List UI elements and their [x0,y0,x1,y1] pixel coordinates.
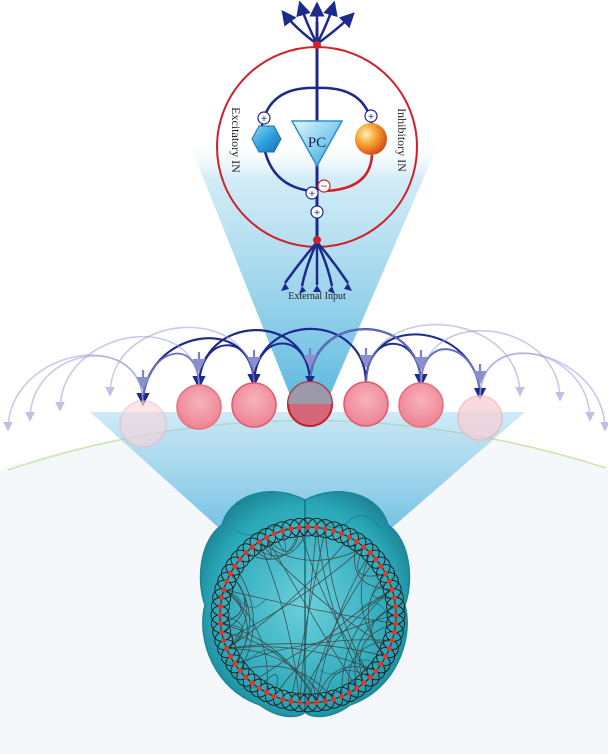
connectome-node [257,539,262,544]
connectome-node [243,550,248,555]
connectome-node [368,550,373,555]
connectome-node [224,579,229,584]
connectome-node [354,686,359,691]
connectome-node [361,680,366,685]
connectome-node [257,686,262,691]
node-far-left [120,401,166,447]
connectome-node [379,564,384,569]
node-right-2 [399,383,443,427]
connectome-node [339,694,344,699]
connectome-node [237,668,242,673]
connectome-node [219,595,224,600]
connectome-node [354,539,359,544]
connectome-node [297,525,302,530]
svg-text:+: + [261,113,267,125]
node-left-2 [177,385,221,429]
connectome-node [218,621,223,626]
connectome-node [288,699,293,704]
connectome-node [232,564,237,569]
synapse-minus-pc: − [318,179,330,193]
connectome-node [393,621,398,626]
connectome-node [314,525,319,530]
connectome-node [387,579,392,584]
node-left-1 [232,383,276,427]
connectome-node [390,638,395,643]
svg-text:+: + [309,188,315,200]
inhibitory-interneuron [355,123,387,155]
output-axon-arrows [283,3,353,44]
connectome-node [237,557,242,562]
svg-text:+: + [368,111,374,123]
upper-beam [188,140,440,395]
connectome-node [331,528,336,533]
connectome-node [280,697,285,702]
svg-text:−: − [321,179,328,193]
node-far-right [458,396,502,440]
connectome-node [392,630,397,635]
synapse-plus-input: + [311,206,323,219]
connection-arc [199,345,254,387]
connectome-node [217,612,222,617]
excitatory-label: Excitatory IN [229,107,243,173]
connectome-node [264,690,269,695]
connectome-node [219,630,224,635]
synapse-plus-pc: + [306,187,318,200]
connectome-node [368,675,373,680]
pc-label: PC [308,135,326,151]
connectome-node [221,587,226,592]
connectome-node [373,557,378,562]
svg-text:+: + [314,207,320,219]
connectome-node [383,654,388,659]
node-right-1 [344,382,388,426]
synapse-plus-exc: + [258,112,270,125]
connectome-node [280,528,285,533]
connectome-node [373,668,378,673]
connectome-node [272,531,277,536]
connectome-node [393,604,398,609]
connectome-node [228,654,233,659]
connectome-node [305,700,310,705]
connectome-node [305,524,310,529]
connectome-node [390,587,395,592]
connectome-node [331,697,336,702]
connectome-node [339,531,344,536]
external-input-label: External Input [288,291,346,302]
connectome-node [221,638,226,643]
synapse-plus-inh: + [365,110,377,123]
connectome-node [228,571,233,576]
connectome-node [218,604,223,609]
inhibitory-label: Inhibitory IN [395,108,409,172]
connectome-node [232,661,237,666]
connection-arc [366,344,421,385]
connectome-node [393,612,398,617]
connectome-node [314,700,319,705]
connectome-node [347,535,352,540]
connectome-node [392,595,397,600]
connectome-node [272,694,277,699]
connectome-node [264,535,269,540]
connectome-node [224,646,229,651]
connectome-node [250,544,255,549]
connectome-node [383,571,388,576]
connectome-node [361,544,366,549]
connectome-node [297,700,302,705]
connectome-node [288,526,293,531]
connectome-node [250,680,255,685]
connectome-node [323,526,328,531]
connectome-node [323,699,328,704]
connectome-node [243,675,248,680]
connectome-node [347,690,352,695]
excitatory-interneuron [252,126,281,152]
connectome-node [379,661,384,666]
connectome-node [387,646,392,651]
